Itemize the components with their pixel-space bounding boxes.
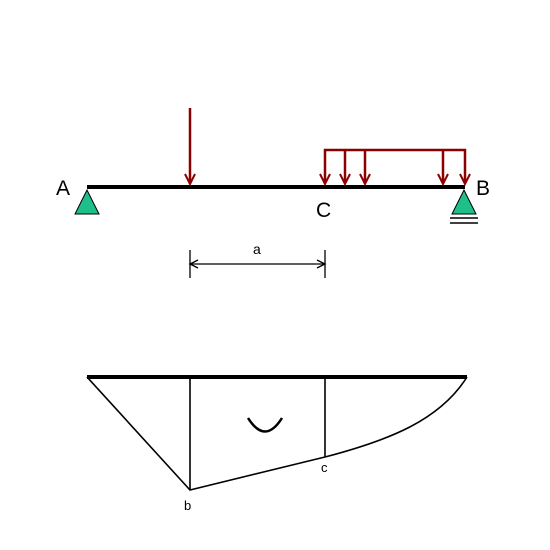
point-load-arrow xyxy=(184,108,196,187)
moment-diagram: b c xyxy=(86,375,468,513)
dimension-label: a xyxy=(253,241,261,257)
moment-curve xyxy=(86,376,468,491)
moment-label-c: c xyxy=(321,460,328,475)
support-b-roller xyxy=(450,188,478,224)
label-b: B xyxy=(476,177,490,200)
support-a-triangle xyxy=(74,188,100,215)
dimension-a xyxy=(188,250,327,278)
distributed-load xyxy=(319,148,471,187)
moment-label-b: b xyxy=(184,498,191,513)
label-c: C xyxy=(316,199,331,222)
sagging-sign-icon xyxy=(246,417,284,433)
loaded-beam: A B C xyxy=(56,108,490,224)
label-a: A xyxy=(56,177,70,200)
